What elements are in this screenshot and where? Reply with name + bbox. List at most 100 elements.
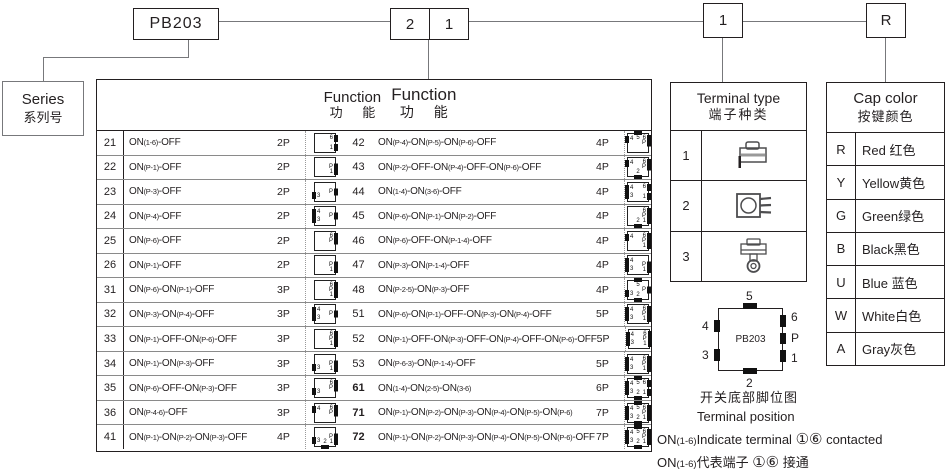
pin-label: 4 (630, 135, 634, 142)
function-poles: 2P (277, 234, 290, 247)
pin-nub (647, 310, 651, 318)
pin-nub (312, 437, 316, 445)
pin-label: 6 (642, 134, 646, 141)
pin-label: 3 (317, 389, 321, 396)
series-label-box: Series 系列号 (2, 81, 84, 136)
function-description: ON(P-6)-ON(P-1)-OFF-ON(P-3)-ON(P-4)-OFF (378, 308, 552, 320)
pin-nub (625, 184, 629, 192)
function-code: 23 (97, 180, 124, 204)
function-code: 33 (97, 327, 124, 351)
function-header-cn: 功 能 (329, 105, 384, 121)
pin-nub (647, 335, 652, 343)
pin-label: 3 (317, 315, 321, 322)
function-description: ON(P-1)-ON(P-3)-OFF (129, 358, 215, 370)
cap-color-code: U (827, 266, 856, 299)
cap-color-code: W (827, 299, 856, 332)
pin-nub (312, 363, 316, 371)
function-poles: 3P (277, 283, 290, 296)
pin-nub (334, 433, 338, 441)
cap-color-label: Red 红色 (862, 142, 916, 158)
pin-nub (312, 405, 316, 413)
function-code: 71 (352, 406, 365, 419)
pin-nub (334, 340, 338, 348)
pin-label: 6 (642, 380, 646, 387)
pin-nub (647, 217, 651, 225)
pin-nub (647, 389, 651, 397)
pin-label: 2 (636, 169, 640, 176)
pin-nub (647, 237, 651, 245)
pin-label: 6 (642, 404, 646, 411)
pin-nub (625, 258, 629, 266)
pin-label: 6 (329, 331, 333, 338)
pin-nub (625, 191, 629, 199)
pin-label: 1 (329, 169, 333, 176)
series-label-en: Series (21, 91, 65, 108)
terminal-type-table: Terminal type 端子种类 1 2 3 (670, 82, 807, 282)
pin-nub (647, 192, 651, 200)
cap-color-code: Y (827, 166, 856, 199)
terminal-type-header-en: Terminal type (696, 90, 781, 107)
function-header-en: Function (323, 88, 382, 106)
solder-lug-icon (702, 131, 806, 180)
pin-label: 1 (642, 390, 646, 397)
pin-label: 4 (630, 307, 634, 314)
pin-label: 6 (642, 232, 646, 239)
cap-color-label: Yellow黄色 (862, 175, 926, 191)
cap-color-label: Gray灰色 (862, 342, 917, 358)
terminal-note-en: ON(1-6)Indicate terminal ①⑥ contacted (657, 431, 883, 448)
pin-nub (634, 400, 642, 405)
pin-label: 1 (642, 193, 646, 200)
pin-nub (634, 425, 642, 430)
pin-label: 5 (746, 289, 753, 303)
pin-nub (647, 409, 651, 417)
pin-label: 1 (329, 144, 333, 151)
terminal-type-code: 3 (671, 231, 702, 281)
function-description: ON(P-6-3)-ON(P-1-4)-OFF (378, 358, 476, 370)
function-poles: 4P (596, 234, 609, 247)
function-code: 43 (352, 161, 365, 174)
pin-nub (647, 159, 651, 167)
pin-label: P (641, 409, 646, 416)
connector-line (188, 38, 189, 57)
connector-line (467, 21, 703, 22)
pin-nub (625, 381, 629, 389)
pin-label: 6 (642, 306, 646, 313)
pin-nub (334, 163, 338, 171)
function-header-block: Function 功 能 (391, 85, 456, 120)
pin-label: P (328, 286, 333, 293)
cap-color-label: Green绿色 (862, 209, 925, 225)
pin-label: 4 (630, 233, 634, 240)
pin-diagram-chip: PB203 (718, 308, 783, 371)
pin-label: 1 (642, 439, 646, 446)
pin-label: P (328, 434, 333, 441)
pin-label: 2 (636, 218, 640, 225)
pin-label: 4 (702, 319, 709, 333)
pin-nub (625, 363, 629, 371)
pin-nub (647, 266, 651, 274)
pin-label: 3 (630, 266, 634, 273)
cap-color-label: Black黑色 (862, 242, 920, 258)
pin-label: 4 (317, 209, 321, 216)
function-poles: 5P (596, 357, 609, 370)
pin-label: 6 (791, 310, 798, 324)
pin-nub (647, 380, 651, 388)
